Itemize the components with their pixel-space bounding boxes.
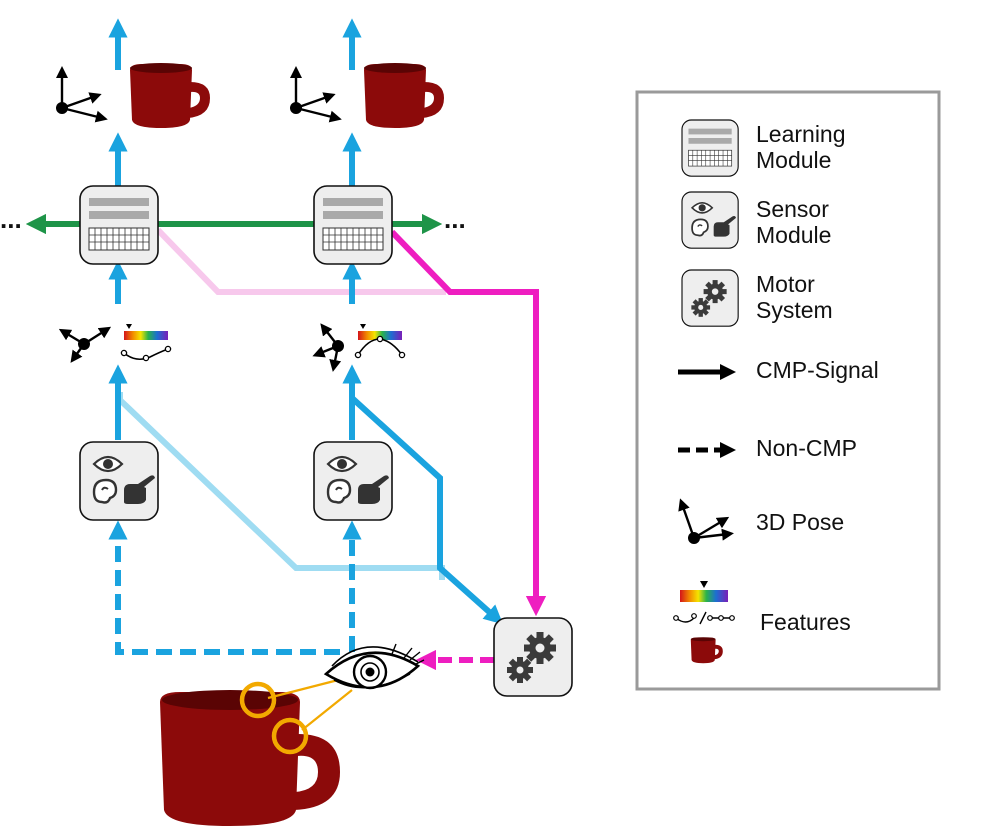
legend-motor-system-label-line2: System [756, 297, 833, 323]
column1-pose-icon [56, 72, 102, 118]
column2-learning-module [313, 185, 393, 265]
column2-mug-icon [364, 63, 444, 128]
legend-learning-module-label-line2: Module [756, 147, 831, 173]
column1-feature-spectrum-icon [120, 324, 172, 362]
legend-features-icon [673, 581, 735, 664]
legend-motor-system-label-line1: Motor [756, 271, 815, 297]
legend-sensor-module-icon [681, 191, 740, 250]
legend-3d-pose-label: 3D Pose [756, 509, 844, 535]
legend-cmp-signal-label: CMP-Signal [756, 357, 879, 383]
legend-motor-system-icon [681, 269, 739, 327]
column1-mug-icon [130, 63, 210, 128]
legend-3d-pose-icon [678, 498, 734, 544]
column1-learning-module [79, 185, 159, 265]
legend-sensor-module-label-line2: Module [756, 222, 831, 248]
column2-pose-icon [290, 72, 336, 118]
light-blue-lateral-path [117, 392, 445, 580]
attention-ring-2 [271, 717, 309, 755]
non-cmp-sensor-input-path [108, 520, 340, 655]
object-mug [160, 690, 340, 826]
column2-feature-pose-icon [312, 323, 344, 372]
legend-features-label: Features [760, 609, 851, 635]
attention-lines [267, 676, 353, 731]
motor-system [493, 617, 573, 697]
continuation-left-dots: ... [0, 204, 22, 234]
continuation-right-dots: ... [444, 204, 466, 234]
legend-box [635, 90, 941, 691]
column1-feature-pose-icon [58, 326, 112, 363]
column2-feature-spectrum-icon [354, 324, 406, 359]
legend-learning-module-icon [681, 119, 739, 177]
legend-non-cmp-label: Non-CMP [756, 435, 857, 461]
light-pink-lateral-path [155, 227, 446, 295]
attention-ring-1 [239, 681, 277, 719]
legend-learning-module-label-line1: Learning [756, 121, 846, 147]
column1-sensor-module [78, 440, 160, 522]
eye-icon [323, 643, 425, 690]
column2-sensor-module [312, 440, 394, 522]
legend-sensor-module-label-line1: Sensor [756, 196, 829, 222]
magenta-motor-path [389, 229, 547, 617]
